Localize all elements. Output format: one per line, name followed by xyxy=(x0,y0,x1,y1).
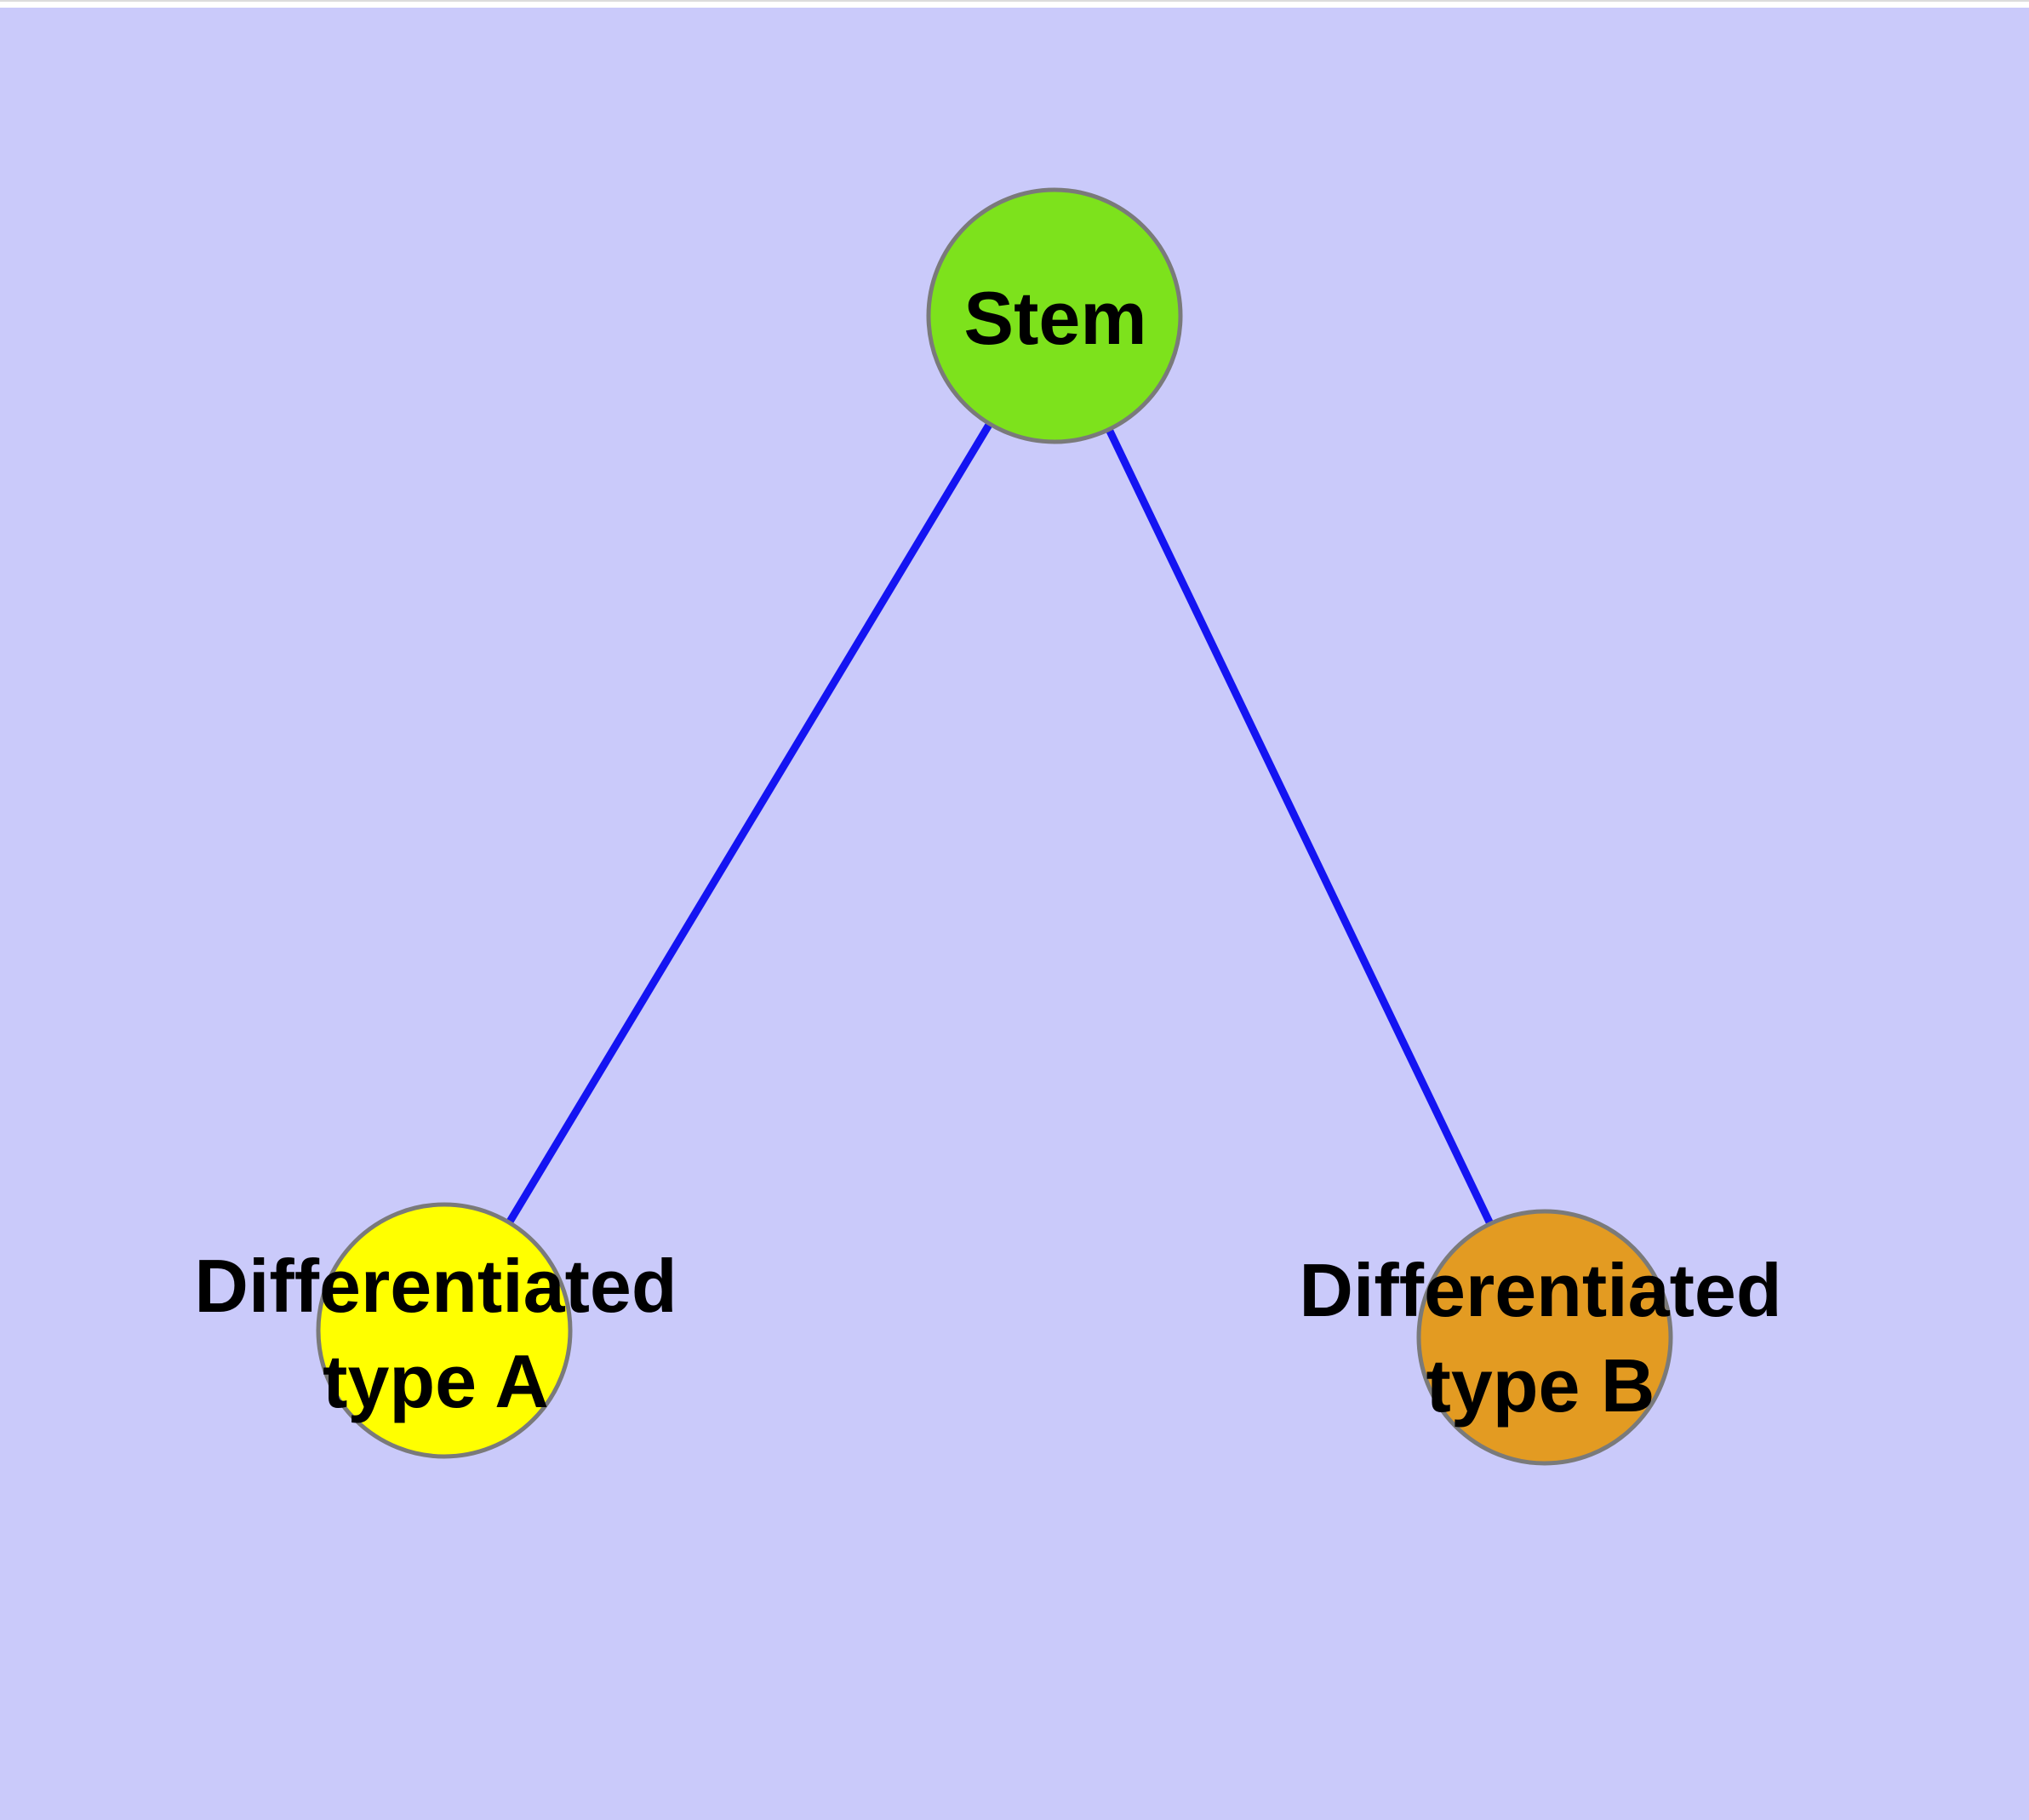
node-type-a-label-line2: type A xyxy=(323,1339,549,1423)
node-type-a-label: Differentiated type A xyxy=(194,1239,677,1429)
edge-stem-to-type-a xyxy=(441,313,1058,1333)
node-differentiated-type-b xyxy=(1416,1209,1673,1466)
node-type-b-label-line1: Differentiated xyxy=(1299,1248,1782,1332)
node-differentiated-type-a xyxy=(316,1202,573,1459)
top-white-strip xyxy=(0,0,2029,8)
node-type-b-label-line2: type B xyxy=(1426,1343,1655,1428)
node-stem xyxy=(926,187,1183,444)
node-type-b-label: Differentiated type B xyxy=(1299,1243,1781,1434)
node-stem-label: Stem xyxy=(963,276,1147,360)
edge-stem-to-type-b xyxy=(1050,314,1549,1339)
node-type-a-label-line1: Differentiated xyxy=(194,1244,677,1328)
